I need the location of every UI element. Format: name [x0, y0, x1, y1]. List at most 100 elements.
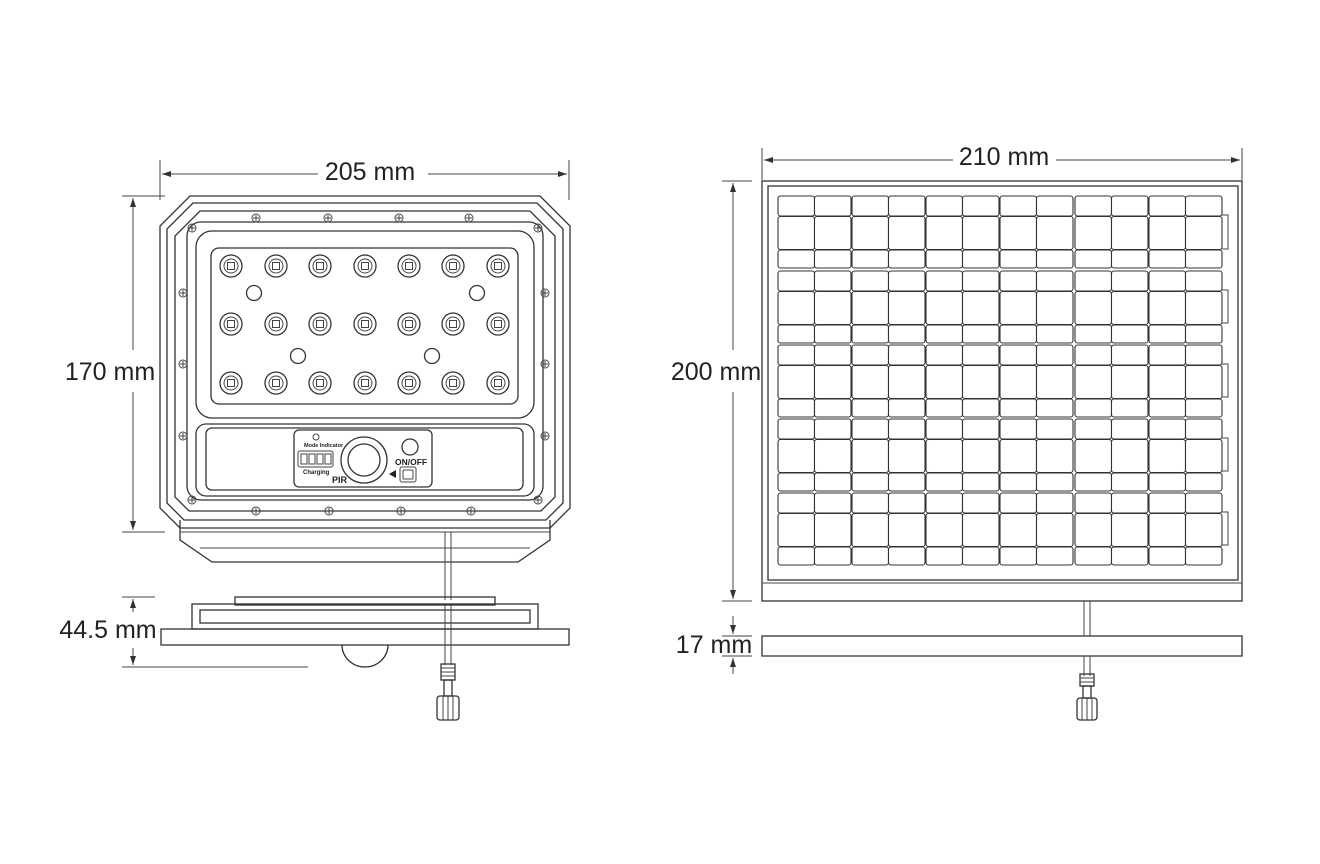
solar-cell: [1184, 195, 1223, 217]
solar-cell: [777, 215, 816, 251]
solar-cell: [777, 492, 816, 514]
led-chip: [361, 320, 369, 328]
solar-cell: [999, 546, 1038, 566]
solar-cell: [961, 364, 1000, 400]
solar-cell: [925, 418, 964, 440]
led: [441, 371, 465, 395]
screw-icon: [464, 213, 474, 223]
screw-head: [466, 506, 476, 516]
panel-cable-connector: [1076, 673, 1098, 721]
solar-cell: [851, 472, 890, 492]
screw-head: [251, 213, 261, 223]
solar-cell: [1110, 195, 1149, 217]
solar-cell: [813, 270, 852, 292]
led-lens: [490, 258, 506, 274]
solar-cell: [999, 418, 1038, 440]
screw-head: [540, 288, 550, 298]
panel-height-label: 200 mm: [671, 358, 761, 386]
solar-cell: [1035, 249, 1074, 269]
led: [353, 371, 377, 395]
charging-label: Charging: [303, 470, 330, 476]
solar-cell: [1184, 270, 1223, 292]
busbar-bracket: [1222, 214, 1229, 250]
solar-cell: [999, 398, 1038, 418]
solar-cell: [1074, 472, 1113, 492]
screw-head: [187, 495, 197, 505]
led: [353, 254, 377, 278]
solar-cell: [851, 324, 890, 344]
light-width-dimension: 205 mm: [159, 158, 570, 200]
solar-cell: [851, 249, 890, 269]
led: [264, 254, 288, 278]
solar-cell: [1148, 215, 1187, 251]
solar-cell: [1035, 270, 1074, 292]
solar-cell: [887, 512, 926, 548]
solar-cell: [1035, 512, 1074, 548]
solar-cell: [1184, 344, 1223, 366]
solar-cell: [925, 438, 964, 474]
solar-cell: [813, 418, 852, 440]
solar-cell: [777, 546, 816, 566]
led: [441, 312, 465, 336]
light-height-label: 170 mm: [65, 358, 155, 386]
light-cable-connector: [436, 663, 460, 721]
led-chip: [272, 379, 280, 387]
screw-head: [540, 359, 550, 369]
busbar-bracket: [1222, 511, 1229, 546]
led: [486, 254, 510, 278]
led-outer-ring: [397, 371, 421, 395]
solar-cell: [999, 215, 1038, 251]
solar-cell: [813, 249, 852, 269]
solar-cell: [961, 438, 1000, 474]
led-chip: [405, 262, 413, 270]
solar-cell: [887, 546, 926, 566]
solar-cell: [851, 492, 890, 514]
screw-icon: [178, 288, 188, 298]
led-lens: [445, 375, 461, 391]
led-outer-ring: [264, 371, 288, 395]
solar-cell: [1184, 418, 1223, 440]
led-lens: [268, 375, 284, 391]
led: [264, 371, 288, 395]
solar-cell: [999, 512, 1038, 548]
solar-cell: [1184, 492, 1223, 514]
solar-cell: [1074, 215, 1113, 251]
solar-cell: [777, 472, 816, 492]
screw-icon: [540, 431, 550, 441]
busbar-bracket: [1222, 289, 1229, 324]
solar-cell: [1074, 438, 1113, 474]
led-lens: [357, 375, 373, 391]
solar-cell: [813, 492, 852, 514]
led-outer-ring: [486, 371, 510, 395]
solar-cell: [887, 249, 926, 269]
screw-icon: [178, 359, 188, 369]
solar-cell: [999, 324, 1038, 344]
solar-cell: [1184, 472, 1223, 492]
led-outer-ring: [219, 371, 243, 395]
led-chip: [449, 320, 457, 328]
led-chip: [227, 262, 235, 270]
solar-cell: [999, 195, 1038, 217]
solar-cell: [887, 492, 926, 514]
screw-icon: [533, 495, 543, 505]
solar-cell: [813, 546, 852, 566]
led-lens: [401, 375, 417, 391]
busbar-bracket: [1222, 363, 1229, 398]
solar-cell: [999, 344, 1038, 366]
solar-cell: [1074, 290, 1113, 326]
solar-cell: [1148, 195, 1187, 217]
solar-cell: [1110, 290, 1149, 326]
solar-cell: [1074, 512, 1113, 548]
led-lens: [268, 258, 284, 274]
led-lens: [401, 258, 417, 274]
flood-light-side-view: [160, 596, 570, 721]
solar-cell: [813, 438, 852, 474]
led-chip: [316, 262, 324, 270]
solar-cell: [1035, 546, 1074, 566]
solar-cell: [887, 215, 926, 251]
solar-cell: [961, 492, 1000, 514]
solar-cell: [961, 249, 1000, 269]
solar-cell: [1110, 344, 1149, 366]
led-outer-ring: [353, 371, 377, 395]
